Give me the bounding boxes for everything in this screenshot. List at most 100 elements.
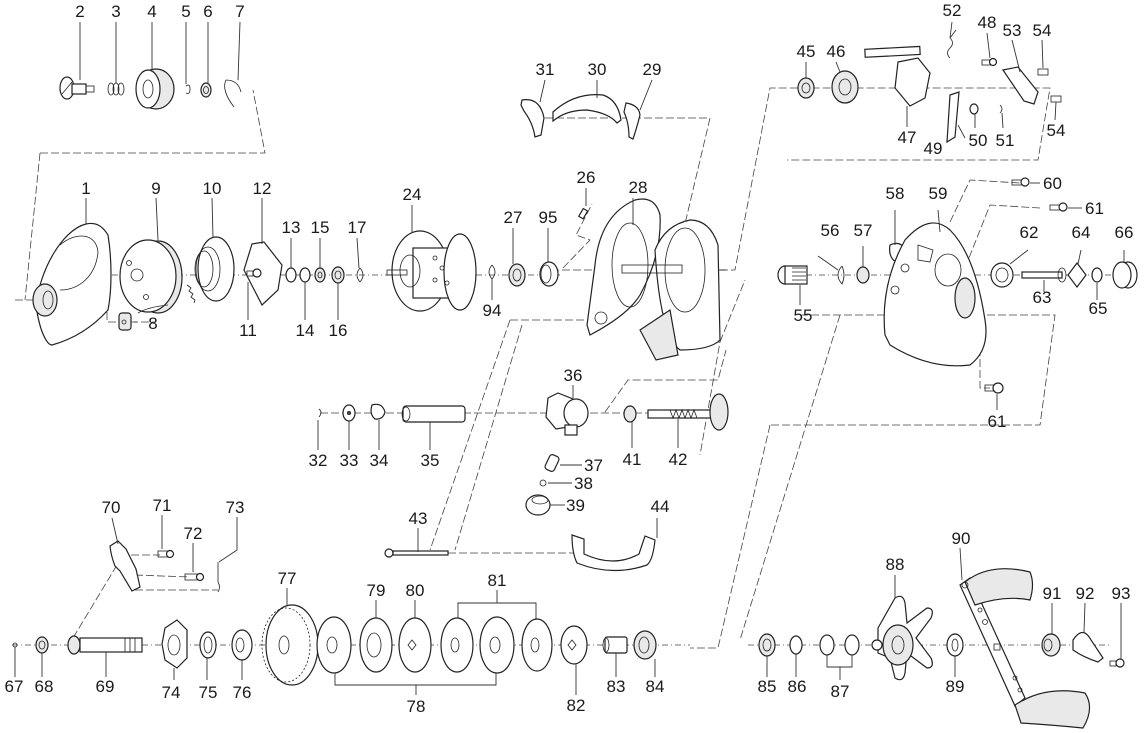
part-87-washer-a	[819, 634, 835, 656]
part-49-lever	[946, 91, 960, 144]
label-70: 70	[102, 498, 121, 517]
label-63: 63	[1033, 288, 1052, 307]
leader-line	[817, 255, 839, 271]
part-36-line-guide	[545, 392, 589, 436]
leader-line	[1041, 39, 1044, 69]
label-17: 17	[348, 218, 367, 237]
part-85-bearing	[758, 633, 776, 657]
part-33-washer	[342, 404, 356, 422]
label-75: 75	[199, 683, 218, 702]
part-84-bearing	[633, 630, 657, 660]
part-65-washer	[1091, 267, 1103, 283]
label-55: 55	[794, 306, 813, 325]
leader-line	[959, 547, 963, 581]
leader-line	[1054, 101, 1057, 121]
part-35-pipe	[401, 405, 466, 423]
part-77-drive-gear	[261, 604, 319, 686]
label-92: 92	[1076, 584, 1095, 603]
label-73: 73	[226, 498, 245, 517]
label-49: 49	[924, 139, 943, 158]
part-14-disc	[299, 267, 311, 283]
part-59-side-cover	[883, 222, 987, 367]
part-78-drag-washer-b	[479, 616, 515, 674]
leader-line	[539, 79, 546, 103]
leader-line	[1011, 39, 1021, 73]
part-43-pin	[384, 548, 449, 558]
label-58: 58	[886, 184, 905, 203]
leader-line	[835, 61, 841, 73]
part-31-side-plate	[520, 99, 545, 138]
part-53-plate	[1001, 66, 1039, 105]
label-8: 8	[148, 314, 157, 333]
leader-line	[986, 32, 991, 59]
leader-line	[356, 237, 360, 269]
part-80-drag-washer	[398, 617, 432, 673]
part-11-screw	[246, 268, 262, 278]
part-2-cap-screw	[59, 76, 95, 100]
part-90-handle	[959, 568, 1091, 729]
part-39-cap	[525, 494, 551, 516]
label-9: 9	[151, 179, 160, 198]
part-71-screw	[157, 549, 175, 559]
leader-line	[334, 673, 497, 686]
leader-line	[957, 124, 966, 139]
leader-line	[1001, 112, 1004, 129]
part-55-pinion-gear	[777, 265, 808, 285]
part-29-side-plate	[623, 102, 641, 140]
label-36: 36	[564, 366, 583, 385]
part-60-screw	[1011, 177, 1030, 187]
leader-line	[937, 209, 941, 233]
part-83-sleeve	[602, 636, 628, 654]
part-73-spring	[217, 562, 220, 593]
part-63-shaft	[1021, 267, 1067, 283]
leader-line	[218, 517, 238, 563]
part-68-bearing	[35, 636, 49, 654]
label-12: 12	[253, 179, 272, 198]
label-28: 28	[629, 178, 648, 197]
part-41-bushing	[623, 405, 637, 423]
part-82-washer	[560, 625, 588, 665]
label-86: 86	[788, 677, 807, 696]
label-27: 27	[504, 208, 523, 227]
leader-line	[155, 197, 159, 241]
label-57: 57	[854, 221, 873, 240]
label-61a: 61	[1085, 199, 1104, 218]
part-24-spool	[386, 230, 477, 312]
part-88-star-drag	[871, 595, 933, 681]
leader-line	[826, 655, 853, 668]
part-86-washer	[789, 635, 803, 655]
label-38: 38	[574, 474, 593, 493]
part-56-clip	[837, 265, 845, 285]
part-52-spring	[947, 29, 957, 59]
part-75-washer	[199, 631, 217, 659]
part-51-clip	[999, 104, 1003, 114]
part-54-spring-bottom	[1050, 95, 1062, 103]
part-42-worm-shaft	[647, 393, 729, 431]
label-5: 5	[181, 2, 190, 21]
leader-line	[111, 517, 119, 545]
part-61-screw-top	[1049, 202, 1068, 212]
part-12-brake-plate	[243, 241, 283, 306]
label-3: 3	[111, 2, 120, 21]
part-9-brake-unit	[119, 239, 183, 314]
label-69: 69	[96, 677, 115, 696]
label-72: 72	[184, 524, 203, 543]
part-64-plate	[1067, 262, 1087, 288]
label-61b: 61	[988, 412, 1007, 431]
part-37-pawl	[544, 454, 560, 472]
part-57-bearing	[856, 266, 870, 284]
part-32-clip	[318, 408, 322, 418]
part-91-nut	[1041, 633, 1061, 657]
label-33: 33	[340, 451, 359, 470]
label-24: 24	[403, 185, 422, 204]
label-10: 10	[203, 179, 222, 198]
part-16-bearing	[331, 266, 345, 284]
label-26: 26	[577, 168, 596, 187]
label-45: 45	[797, 42, 816, 61]
part-4-knob	[135, 68, 175, 110]
part-27-bearing	[508, 263, 526, 287]
label-2: 2	[75, 2, 84, 21]
label-43: 43	[409, 509, 428, 528]
